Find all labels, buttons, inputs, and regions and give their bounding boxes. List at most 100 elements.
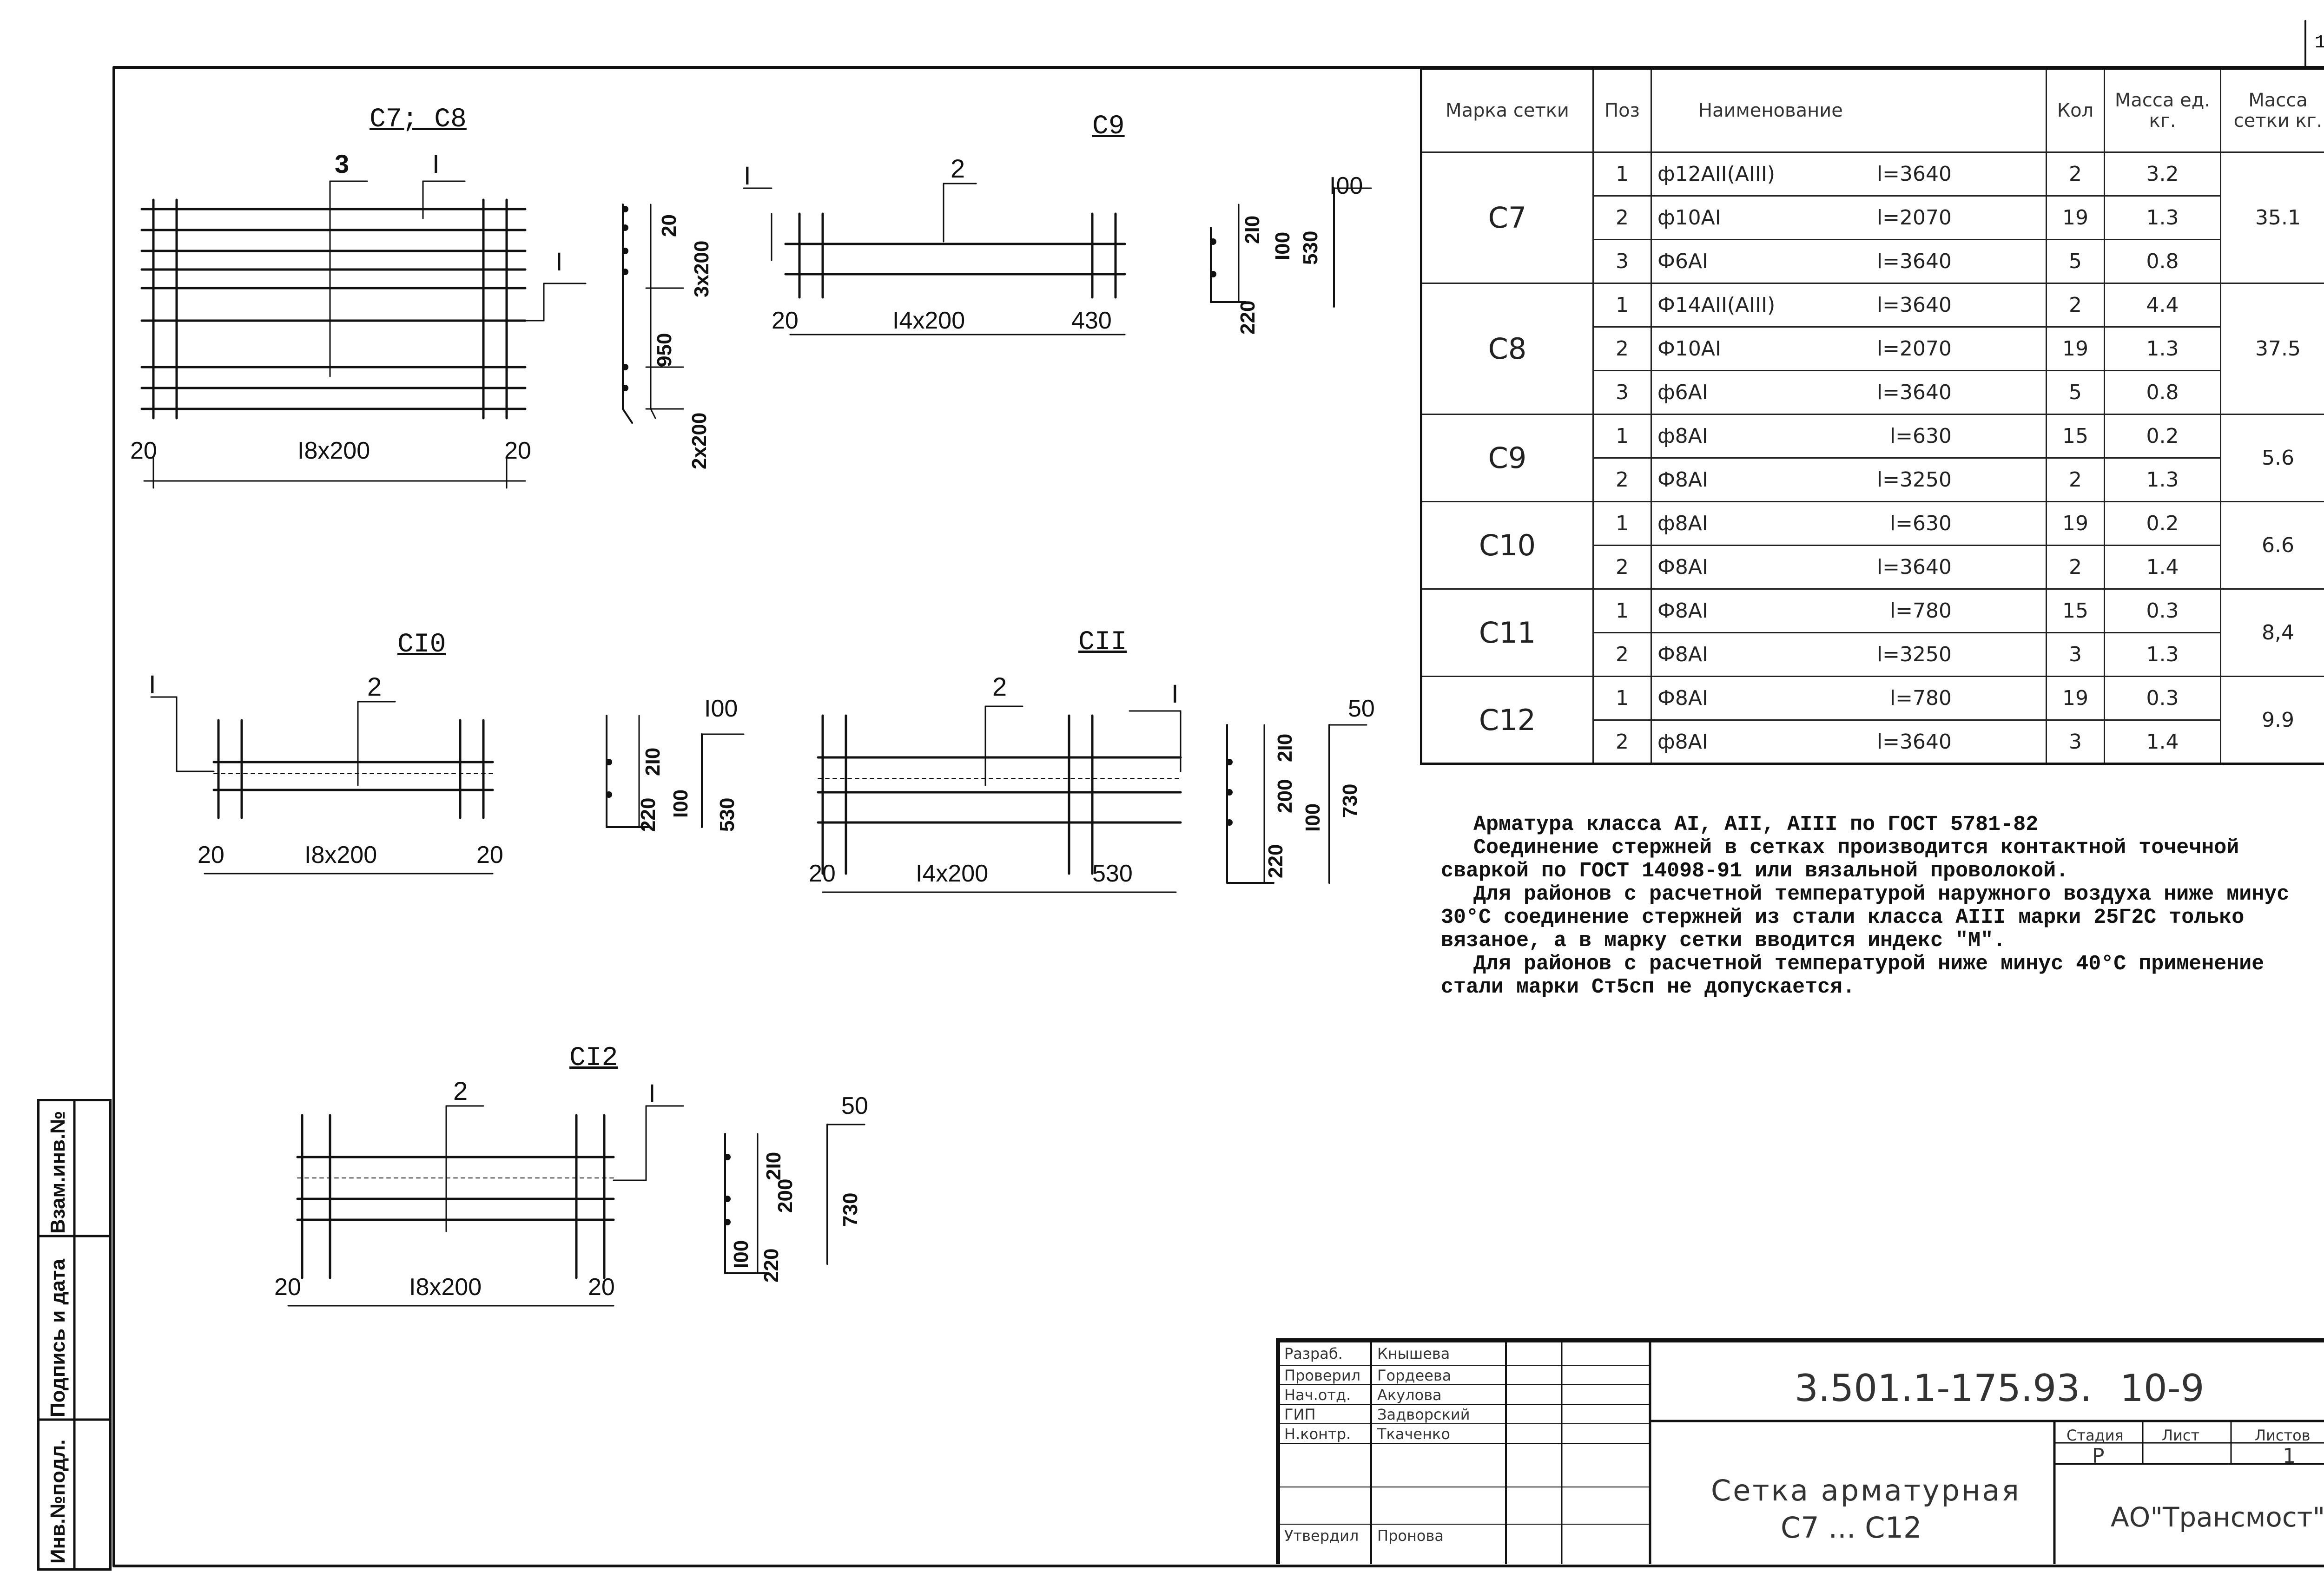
spec-cell-qty: 2 bbox=[2046, 545, 2105, 590]
note-line: Соединение стержней в сетках производитс… bbox=[1441, 836, 2239, 883]
c11-pos2-label: 2 bbox=[992, 672, 1007, 701]
spec-bar-name: ф6АI bbox=[1657, 381, 1708, 404]
spec-bar-name: ф8АI bbox=[1657, 730, 1708, 754]
c7c8-sec-d4: 2x200 bbox=[688, 412, 711, 469]
spec-bar-name: Ф8АI bbox=[1657, 468, 1708, 492]
c9-sec-d2: I00 bbox=[1271, 231, 1294, 260]
note-line: Арматура класса АI, АII, АIII по ГОСТ 57… bbox=[1473, 813, 2039, 836]
spec-bar-name: Ф6АI bbox=[1657, 250, 1708, 273]
spec-cell-pos: 1 bbox=[1592, 283, 1652, 328]
spec-cell-qty: 3 bbox=[2046, 719, 2105, 764]
spec-cell-qty: 3 bbox=[2046, 632, 2105, 677]
tb-person: Ткаченко bbox=[1377, 1425, 1450, 1443]
spec-bar-name: Ф8АI bbox=[1657, 686, 1708, 710]
tb-role: Проверил bbox=[1284, 1367, 1361, 1384]
spec-cell-mark: С12 bbox=[1420, 676, 1594, 764]
spec-header-unit-mass: Масса ед. кг. bbox=[2104, 68, 2221, 153]
tb-role: Утвердил bbox=[1284, 1527, 1359, 1545]
c9-dim-left: 20 bbox=[772, 307, 799, 334]
spec-cell-unit-mass: 0.2 bbox=[2104, 414, 2221, 459]
spec-cell-unit-mass: 0.3 bbox=[2104, 588, 2221, 633]
spec-bar-length: l=3640 bbox=[1876, 250, 1952, 273]
spec-cell-unit-mass: 1.4 bbox=[2104, 719, 2221, 764]
c7c8-sec-d3: 950 bbox=[653, 333, 676, 367]
spec-header-total-mass: Масса сетки кг. bbox=[2220, 68, 2324, 153]
c10-sec-d3: 220 bbox=[637, 797, 660, 832]
c10-plan bbox=[150, 696, 494, 875]
spec-header-row: Марка сетки Поз Наименование Кол Масса е… bbox=[1420, 68, 2324, 153]
side-stamp: Взам.инв.№ Подпись и дата Инв.№подл. bbox=[37, 1099, 112, 1571]
spec-cell-name: Ф6АI l=3640 bbox=[1651, 239, 2047, 284]
spec-cell-pos: 2 bbox=[1592, 326, 1652, 371]
spec-cell-qty: 19 bbox=[2046, 195, 2105, 240]
c9-dim-right: 430 bbox=[1071, 307, 1112, 334]
side-stamp-vzam: Взам.инв.№ bbox=[46, 1111, 69, 1234]
spec-bar-length: l=3640 bbox=[1876, 293, 1952, 317]
c7c8-section-mark: I bbox=[432, 149, 440, 178]
c7c8-section-mark-right: I bbox=[555, 247, 563, 276]
spec-bar-name: Ф8АI bbox=[1657, 643, 1708, 666]
spec-cell-qty: 5 bbox=[2046, 370, 2105, 415]
spec-bar-name: ф8АI bbox=[1657, 424, 1708, 448]
side-stamp-sign-date: Подпись и дата bbox=[46, 1259, 69, 1417]
tb-role: Н.контр. bbox=[1284, 1425, 1351, 1443]
tb-person: Пронова bbox=[1377, 1527, 1444, 1545]
spec-cell-qty: 5 bbox=[2046, 239, 2105, 284]
spec-bar-length: l=3640 bbox=[1876, 730, 1952, 754]
tb-role: Нач.отд. bbox=[1284, 1386, 1351, 1404]
tb-role: ГИП bbox=[1284, 1406, 1316, 1423]
c11-sec-d4: I00 bbox=[1301, 803, 1324, 832]
c10-section-mark: I bbox=[149, 670, 156, 699]
spec-bar-length: l=3640 bbox=[1876, 555, 1952, 579]
spec-cell-pos: 1 bbox=[1592, 676, 1652, 721]
spec-bar-length: l=3250 bbox=[1876, 643, 1952, 666]
spec-bar-name: Ф10АI bbox=[1657, 337, 1721, 361]
spec-cell-name: ф12АII(АIII)l=3640 bbox=[1651, 151, 2047, 197]
spec-cell-pos: 2 bbox=[1592, 457, 1652, 502]
spec-cell-unit-mass: 0.8 bbox=[2104, 239, 2221, 284]
c7c8-sec-d1: 20 bbox=[658, 214, 680, 237]
c10-sec-d4: I00 bbox=[704, 695, 738, 722]
spec-bar-length: l=630 bbox=[1889, 512, 1952, 535]
spec-bar-length: l=3640 bbox=[1876, 162, 1952, 186]
sheet-label: Лист bbox=[2162, 1427, 2200, 1444]
c10-section bbox=[606, 715, 745, 828]
c12-section bbox=[724, 1124, 865, 1274]
spec-cell-mark: С7 bbox=[1420, 151, 1594, 284]
c7c8-dim-right: 20 bbox=[504, 437, 531, 464]
spec-cell-name: ф8АI l=630 bbox=[1651, 414, 2047, 459]
spec-cell-qty: 2 bbox=[2046, 151, 2105, 197]
notes: Арматура класса АI, АII, АIII по ГОСТ 57… bbox=[1441, 813, 2324, 999]
organization: АО"Трансмост" bbox=[2111, 1501, 2324, 1533]
sheet-code: 10-9 bbox=[2120, 1367, 2205, 1410]
spec-cell-unit-mass: 4.4 bbox=[2104, 283, 2221, 328]
side-stamp-grid bbox=[37, 1099, 112, 1571]
spec-cell-pos: 1 bbox=[1592, 588, 1652, 633]
spec-cell-mark: С11 bbox=[1420, 588, 1594, 677]
spec-bar-length: l=630 bbox=[1889, 424, 1952, 448]
spec-cell-total-mass: 6.6 bbox=[2220, 501, 2324, 590]
specification-table: Марка сетки Поз Наименование Кол Масса е… bbox=[1420, 67, 2324, 765]
c10-dim-right: 20 bbox=[476, 842, 503, 868]
spec-cell-qty: 15 bbox=[2046, 588, 2105, 633]
c10-sec-d2: I00 bbox=[669, 789, 692, 818]
doc-code: 3.501.1-175.93. bbox=[1795, 1367, 2092, 1410]
spec-cell-mark: С8 bbox=[1420, 283, 1594, 415]
spec-cell-unit-mass: 1.4 bbox=[2104, 545, 2221, 590]
c9-section-mark: I bbox=[744, 161, 751, 190]
spec-bar-name: Ф8АI bbox=[1657, 599, 1708, 623]
spec-cell-total-mass: 35.1 bbox=[2220, 151, 2324, 284]
title-line1: Сетка арматурная bbox=[1711, 1474, 2021, 1507]
sheets-value: 1 bbox=[2283, 1444, 2296, 1468]
